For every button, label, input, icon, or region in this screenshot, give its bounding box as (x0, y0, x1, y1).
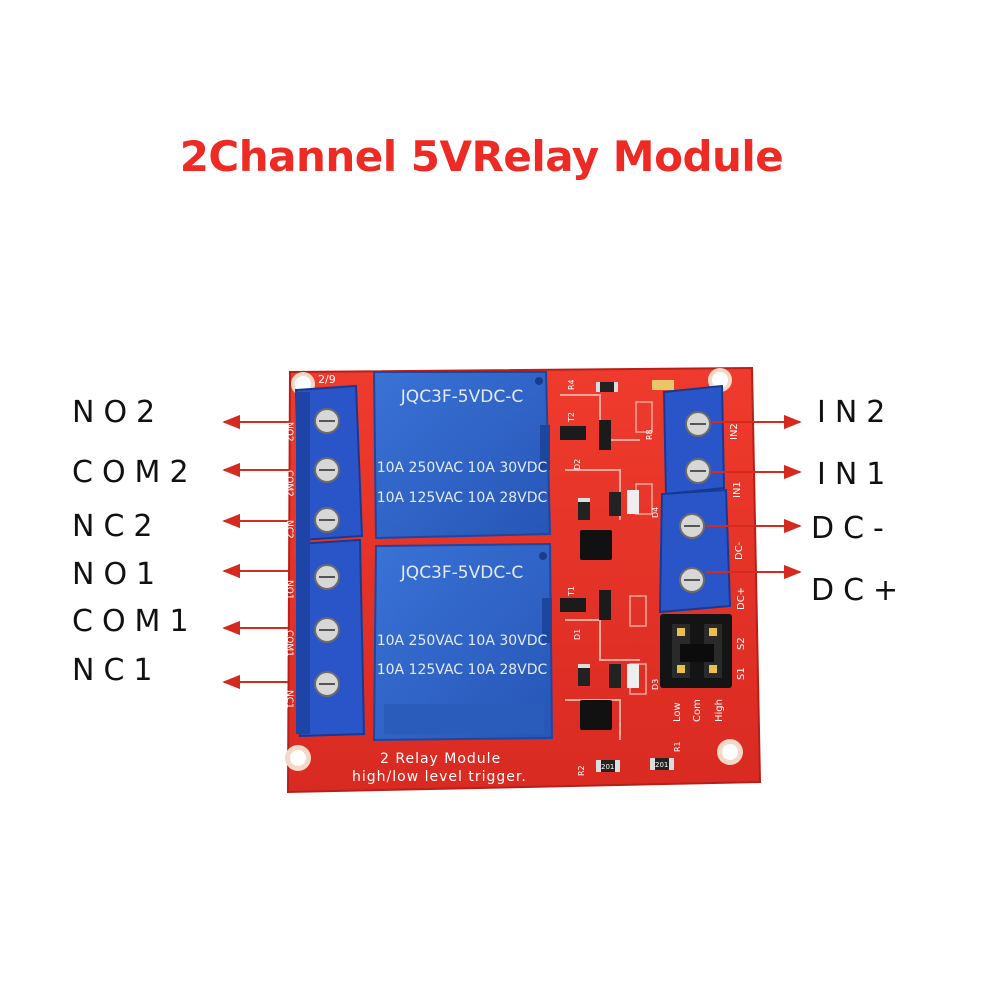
pin-label-in1: IN1 (732, 481, 743, 498)
part-t2: T2 (567, 412, 576, 423)
silkscreen-top-mark: 2/9 (318, 373, 336, 386)
label-com1: COM1 (72, 604, 198, 639)
smd-codes: 201 201 (601, 761, 668, 771)
pin-label-dc-plus: DC+ (736, 587, 747, 610)
label-in1: IN1 (817, 457, 895, 492)
part-r4: R4 (567, 379, 576, 390)
silkscreen-line1: 2 Relay Module (380, 751, 501, 767)
jumper-label-high: High (714, 699, 725, 722)
jumper-header (660, 614, 732, 688)
relay-1-rating-line1: 10A 250VAC 10A 30VDC (377, 633, 548, 649)
label-nc1: NC1 (72, 653, 162, 688)
part-d1: D1 (573, 629, 582, 640)
part-t1: T1 (567, 586, 576, 597)
pin-label-nc1: NC1 (284, 690, 294, 709)
part-r8: R8 (645, 429, 654, 440)
silkscreen-line2: high/low level trigger. (352, 769, 527, 785)
jumper-label-com: Com (692, 699, 703, 722)
jumper-pin-s2: S2 (736, 637, 747, 650)
relay-2-rating-line1: 10A 250VAC 10A 30VDC (377, 460, 548, 476)
smd-components (560, 380, 674, 772)
smd-code-r2: 201 (601, 763, 614, 771)
label-no2: NO2 (72, 395, 165, 430)
label-dc-minus: DC- (811, 511, 893, 546)
relay-1-rating-line2: 10A 125VAC 10A 28VDC (377, 662, 548, 678)
jumper-label-low: Low (672, 702, 683, 722)
relay-1 (372, 542, 554, 742)
label-no1: NO1 (72, 557, 165, 592)
mounting-hole (717, 739, 743, 765)
pin-label-com1: COM1 (284, 630, 294, 657)
silkscreen-left-pin-labels: NO2 COM2 NC2 NO1 COM1 NC1 (284, 422, 294, 709)
part-r1: R1 (673, 741, 682, 752)
part-d4: D4 (651, 507, 660, 518)
pin-label-dc-minus: DC- (734, 541, 745, 560)
relay-1-model: JQC3F-5VDC-C (400, 563, 523, 583)
part-r2: R2 (577, 765, 586, 776)
jumper-pin-s1: S1 (736, 667, 747, 680)
pin-label-in2: IN2 (729, 423, 740, 440)
relay-2-rating-line2: 10A 125VAC 10A 28VDC (377, 490, 548, 506)
pin-label-nc2: NC2 (284, 520, 294, 539)
mounting-hole (285, 745, 311, 771)
right-terminal-block (658, 384, 732, 614)
left-terminal-block (294, 384, 366, 738)
relay-2 (372, 371, 552, 540)
label-com2: COM2 (72, 455, 198, 490)
page-title: 2Channel 5VRelay Module (179, 132, 784, 181)
label-dc-plus: DC+ (811, 573, 908, 608)
part-d3: D3 (651, 679, 660, 690)
part-d2: D2 (573, 459, 582, 470)
label-nc2: NC2 (72, 509, 162, 544)
relay-2-model: JQC3F-5VDC-C (400, 387, 523, 407)
part-designators: D1 D2 D3 D4 R1 R2 T1 T2 R4 R8 (567, 379, 682, 776)
label-in2: IN2 (817, 395, 895, 430)
silkscreen-right-pin-labels: IN2 IN1 DC- DC+ (729, 423, 747, 610)
jumper-labels: Low Com High S1 S2 (672, 637, 747, 722)
pin-label-no1: NO1 (284, 580, 294, 600)
smd-code-r1: 201 (655, 761, 668, 769)
pin-label-com2: COM2 (284, 470, 294, 497)
pin-label-no2: NO2 (284, 422, 294, 442)
